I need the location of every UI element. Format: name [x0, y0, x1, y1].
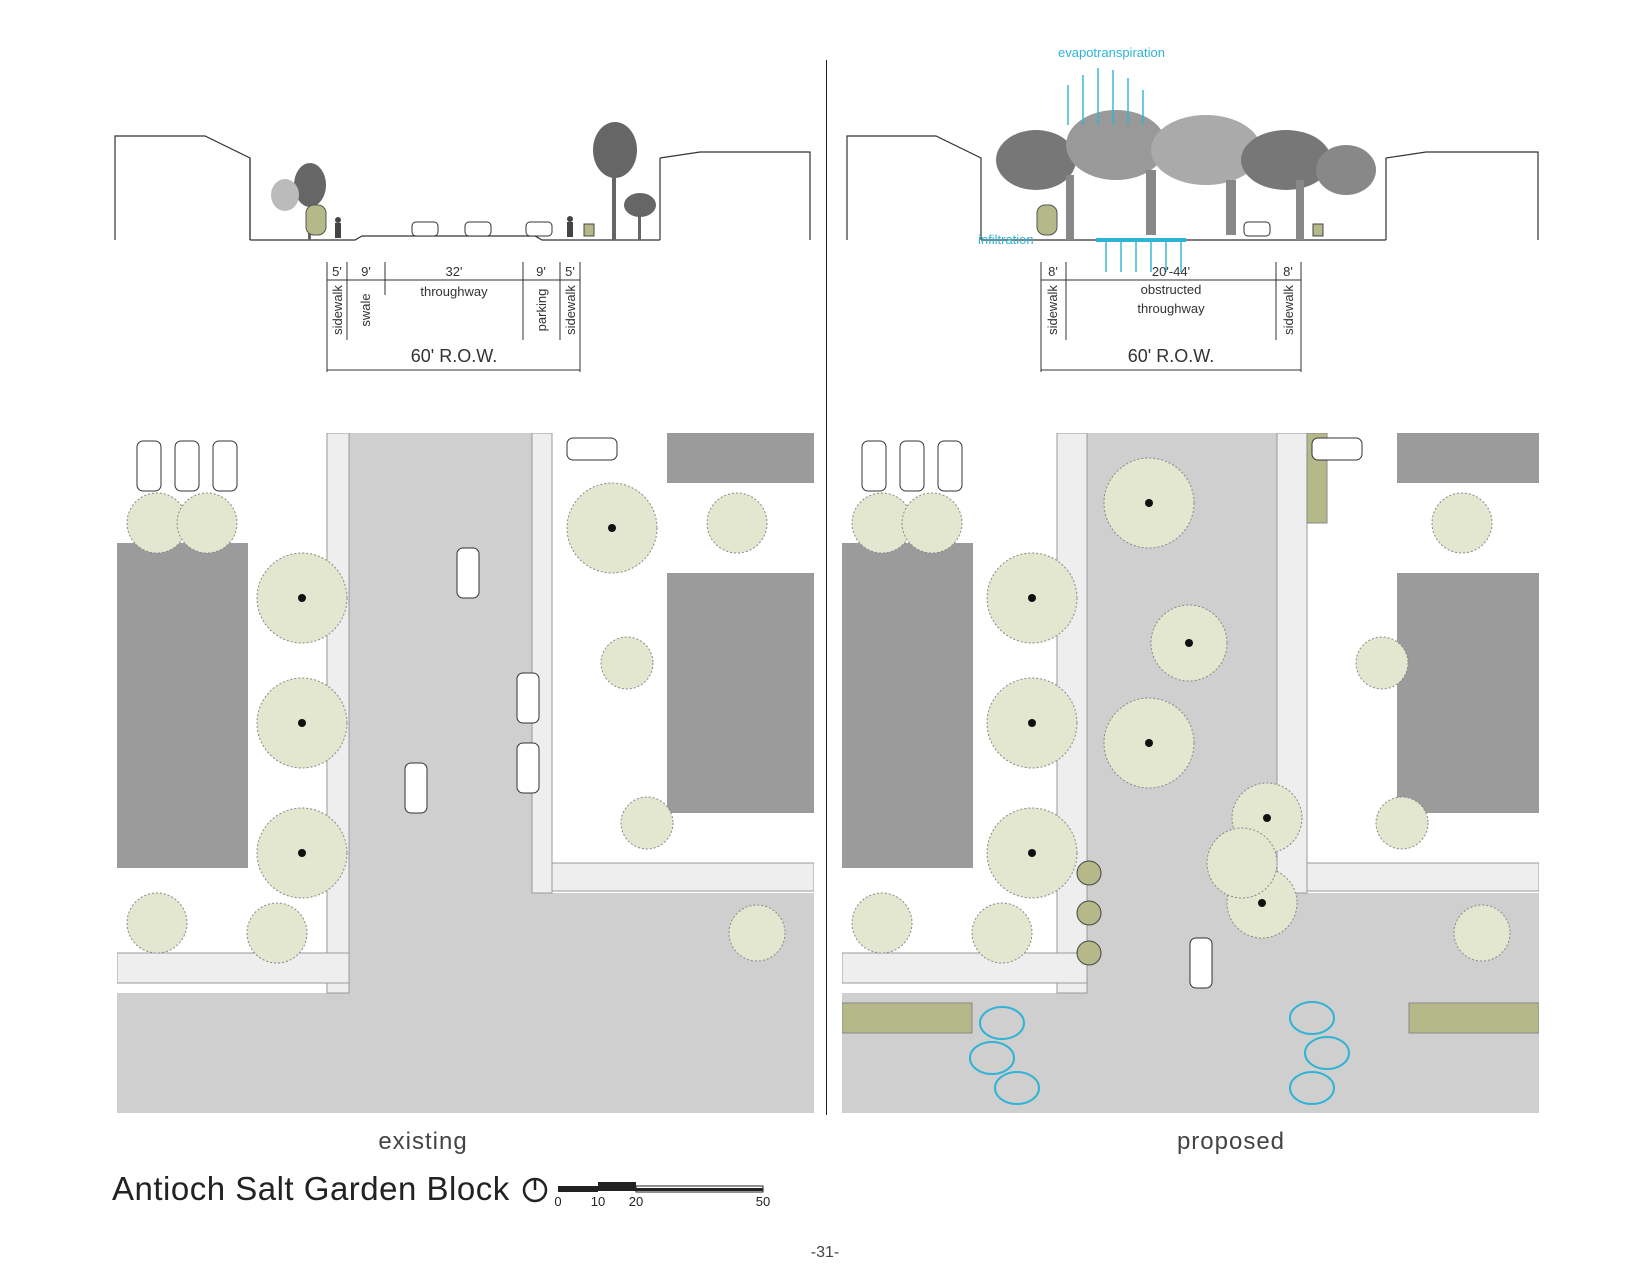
dim-width: 8' [1048, 264, 1058, 279]
segment-label: sidewalk [1045, 285, 1060, 335]
sidewalk [531, 433, 553, 894]
tree-trunk-icon [1066, 170, 1304, 240]
dim-width: 5' [565, 264, 575, 279]
house-right [659, 151, 811, 240]
house-left [846, 135, 982, 240]
evapotranspiration-label: evapotranspiration [1058, 45, 1165, 60]
bin-icon [1312, 223, 1324, 237]
shrub-icon [1036, 204, 1058, 236]
road [117, 433, 814, 1113]
proposed-plan [842, 433, 1539, 1113]
ground-line [250, 235, 660, 241]
building [842, 543, 973, 868]
road [842, 433, 1539, 1113]
swale [842, 433, 1539, 1034]
row-label: 60' R.O.W. [411, 346, 497, 366]
segment-label: parking [534, 289, 549, 332]
tree-icon [271, 122, 656, 240]
dim-width: 8' [1283, 264, 1293, 279]
scale-bar-graphic [558, 1182, 764, 1193]
segment-label: obstructed [1141, 282, 1202, 297]
planter-icon [1076, 860, 1102, 966]
bin-icon [583, 223, 595, 237]
segment-label: sidewalk [1281, 285, 1296, 335]
page-title: Antioch Salt Garden Block [112, 1170, 510, 1207]
tree-trunk-icon [1028, 499, 1271, 907]
segment-label: throughway [420, 284, 488, 299]
panel-divider [826, 60, 827, 1115]
existing-section: 5' 9' 32' 9' 5' throughway sidewalk swal… [114, 122, 811, 372]
infiltration-label: infiltration [978, 232, 1034, 247]
house-right [1385, 151, 1539, 240]
existing-caption: existing [378, 1128, 468, 1155]
building [117, 543, 248, 868]
segment-label: sidewalk [563, 285, 578, 335]
proposed-section: evapotranspiration infiltration 8' 20'-4… [846, 45, 1539, 372]
sidewalk [551, 862, 814, 892]
scale-tick: 10 [591, 1194, 605, 1209]
proposed-caption: proposed [1176, 1128, 1286, 1155]
scale-tick: 0 [554, 1194, 561, 1209]
sidewalk [117, 952, 350, 984]
dim-width: 32' [446, 264, 463, 279]
scale-tick: 50 [756, 1194, 770, 1209]
dim-width: 9' [536, 264, 546, 279]
shrub-icon [305, 204, 327, 236]
segment-label: throughway [1137, 301, 1205, 316]
evapotranspiration-icon [1067, 68, 1144, 125]
building [1397, 433, 1539, 483]
page-number: -31- [810, 1244, 840, 1261]
building [667, 433, 814, 483]
scale-bar: 0 10 20 50 [522, 1177, 770, 1209]
building [667, 573, 814, 813]
car-icon [1243, 221, 1271, 237]
dimension-lines [326, 262, 581, 372]
building [1397, 573, 1539, 813]
water-icon [969, 1001, 1350, 1105]
sidewalk [1306, 862, 1539, 892]
sidewalk [842, 952, 1088, 984]
house-left [114, 135, 251, 240]
dim-width: 20'-44' [1152, 264, 1190, 279]
row-label: 60' R.O.W. [1128, 346, 1214, 366]
segment-label: sidewalk [330, 285, 345, 335]
dimension-lines [1040, 262, 1302, 372]
dim-width: 9' [361, 264, 371, 279]
segment-label: swale [358, 293, 373, 326]
infiltration-icon [1096, 238, 1186, 272]
tree-canopy-icon [996, 110, 1376, 195]
car-icon [411, 221, 553, 237]
north-arrow-icon [522, 1177, 548, 1203]
existing-plan [117, 433, 814, 1113]
pedestrian-icon [335, 216, 573, 238]
car-icon [861, 437, 1363, 989]
car-icon [136, 437, 618, 814]
dim-width: 5' [332, 264, 342, 279]
tree-trunk-icon [298, 524, 616, 857]
scale-tick: 20 [629, 1194, 643, 1209]
